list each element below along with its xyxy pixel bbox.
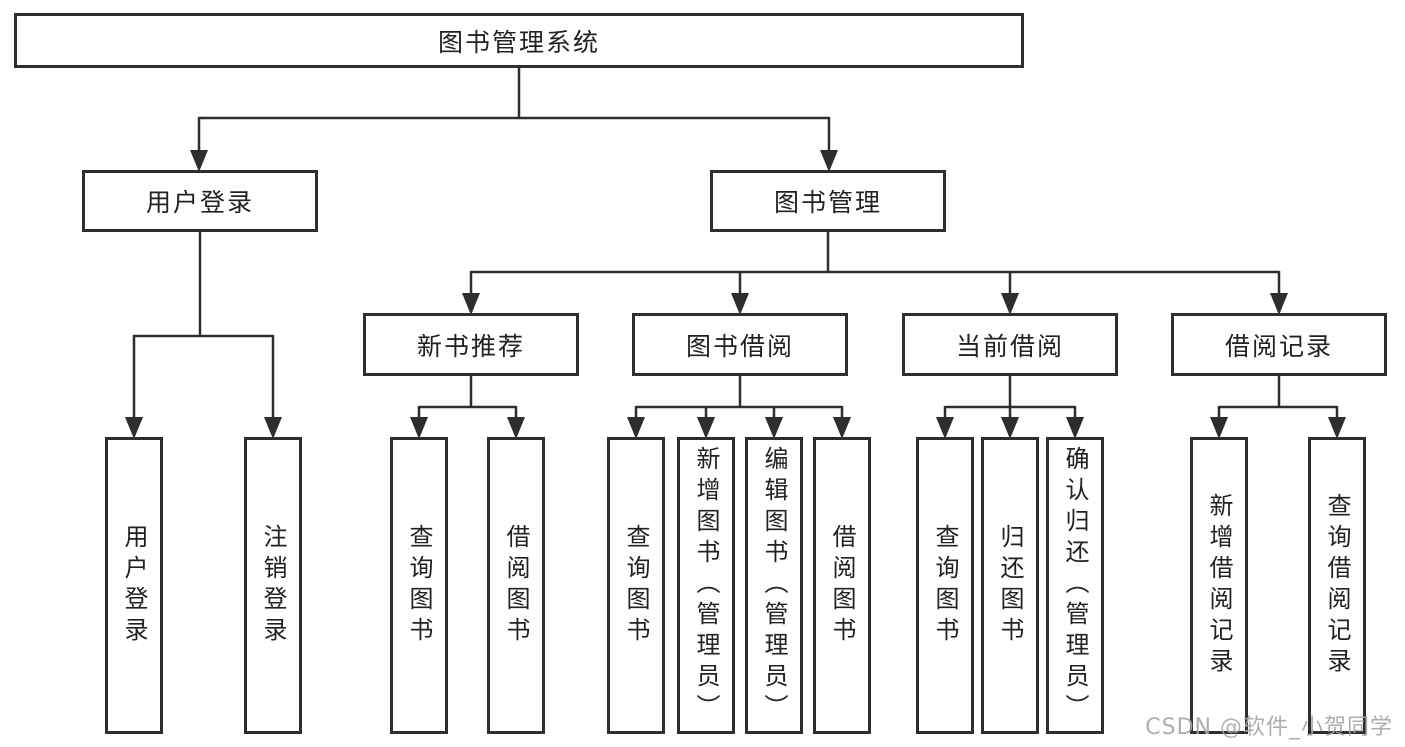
leaf-newbook-query: 查询图书: [390, 437, 448, 734]
node-label: 用户登录: [145, 188, 254, 217]
node-system-root: 图书管理系统: [14, 13, 1024, 68]
node-label: 借阅图书: [502, 523, 530, 648]
node-label: 新书推荐: [416, 331, 525, 361]
node-label: 新增图书（管理员）: [692, 446, 720, 725]
node-label: 查询图书: [622, 523, 650, 648]
leaf-current-confirm-admin: 确认归还（管理员）: [1046, 437, 1104, 734]
node-label: 确认归还（管理员）: [1061, 446, 1089, 725]
node-label: 查询图书: [931, 523, 959, 648]
edges-new-book-children: [410, 376, 525, 439]
node-label: 编辑图书（管理员）: [760, 446, 788, 725]
leaf-record-query: 查询借阅记录: [1308, 437, 1366, 734]
node-label: 新增借阅记录: [1205, 492, 1233, 679]
node-label: 查询借阅记录: [1323, 492, 1351, 679]
node-label: 注销登录: [259, 523, 287, 648]
edges-book-management-children: [462, 232, 1288, 315]
edges-current-borrow-children: [936, 376, 1084, 439]
leaf-current-return: 归还图书: [981, 437, 1039, 734]
node-current-borrow: 当前借阅: [902, 313, 1118, 376]
leaf-borrow-book: 借阅图书: [813, 437, 871, 734]
leaf-borrow-edit-admin: 编辑图书（管理员）: [745, 437, 803, 734]
node-label: 图书管理: [773, 188, 882, 217]
leaf-user-login: 用户登录: [105, 437, 163, 734]
node-new-book-recommend: 新书推荐: [363, 313, 579, 376]
node-label: 借阅记录: [1224, 331, 1333, 361]
node-book-borrow: 图书借阅: [632, 313, 848, 376]
edges-borrow-record-children: [1210, 376, 1346, 439]
edges-root-to-level2: [190, 68, 838, 172]
leaf-record-add: 新增借阅记录: [1190, 437, 1248, 734]
leaf-newbook-borrow: 借阅图书: [487, 437, 545, 734]
node-label: 图书管理系统: [437, 27, 600, 57]
node-label: 当前借阅: [955, 331, 1064, 361]
node-user-login: 用户登录: [82, 170, 318, 232]
leaf-logout: 注销登录: [244, 437, 302, 734]
edges-book-borrow-children: [627, 376, 851, 439]
node-label: 查询图书: [405, 523, 433, 648]
node-label: 用户登录: [120, 523, 148, 648]
leaf-borrow-add-admin: 新增图书（管理员）: [677, 437, 735, 734]
node-label: 归还图书: [996, 523, 1024, 648]
leaf-borrow-query: 查询图书: [607, 437, 665, 734]
node-label: 借阅图书: [828, 523, 856, 648]
leaf-current-query: 查询图书: [916, 437, 974, 734]
csdn-watermark: CSDN @软件_小贺同学: [1145, 715, 1393, 740]
edges-user-login-children: [125, 232, 282, 439]
node-borrow-record: 借阅记录: [1171, 313, 1387, 376]
node-label: 图书借阅: [685, 331, 794, 361]
node-book-management: 图书管理: [710, 170, 946, 232]
